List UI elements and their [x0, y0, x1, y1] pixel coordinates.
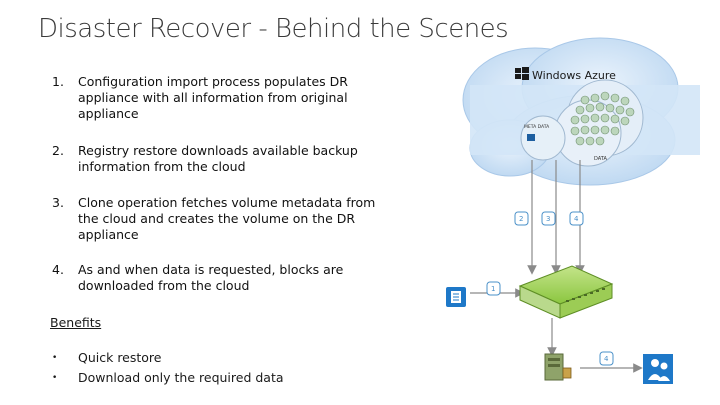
- step-number: 4.: [52, 262, 64, 277]
- step-text: Configuration import process populates D…: [78, 74, 348, 121]
- step-text: Clone operation fetches volume metadata …: [78, 195, 376, 242]
- benefit-text: Quick restore: [78, 350, 162, 365]
- dr-appliance-icon: [518, 265, 614, 319]
- metadata-store-icon: [520, 115, 566, 161]
- badge: 3: [546, 215, 550, 223]
- bullet: •: [52, 353, 58, 363]
- windows-logo-icon: [515, 67, 529, 80]
- config-document-icon: [446, 287, 466, 307]
- step-text: As and when data is requested, blocks ar…: [78, 262, 344, 293]
- cloud-label: Windows Azure: [532, 69, 616, 82]
- data-label: DATA: [594, 156, 607, 162]
- badge: 4: [604, 355, 609, 363]
- badge: 4: [574, 215, 579, 223]
- bullet: •: [52, 373, 58, 383]
- badge: 1: [491, 285, 495, 293]
- server-icon: [544, 353, 572, 381]
- step-number: 3.: [52, 195, 64, 210]
- metadata-label: META DATA: [524, 124, 550, 130]
- slide-title: Disaster Recover - Behind the Scenes: [38, 14, 509, 44]
- benefit-text: Download only the required data: [78, 370, 284, 385]
- step-number: 2.: [52, 143, 64, 158]
- step-badges: 2 3 4 1 4: [486, 211, 614, 366]
- user-icon: [643, 354, 673, 384]
- badge: 2: [519, 215, 523, 223]
- step-text: Registry restore downloads available bac…: [78, 143, 358, 174]
- step-number: 1.: [52, 74, 64, 89]
- flow-arrows: [470, 160, 643, 373]
- benefits-heading: Benefits: [50, 315, 102, 330]
- data-store-icon: [554, 79, 644, 167]
